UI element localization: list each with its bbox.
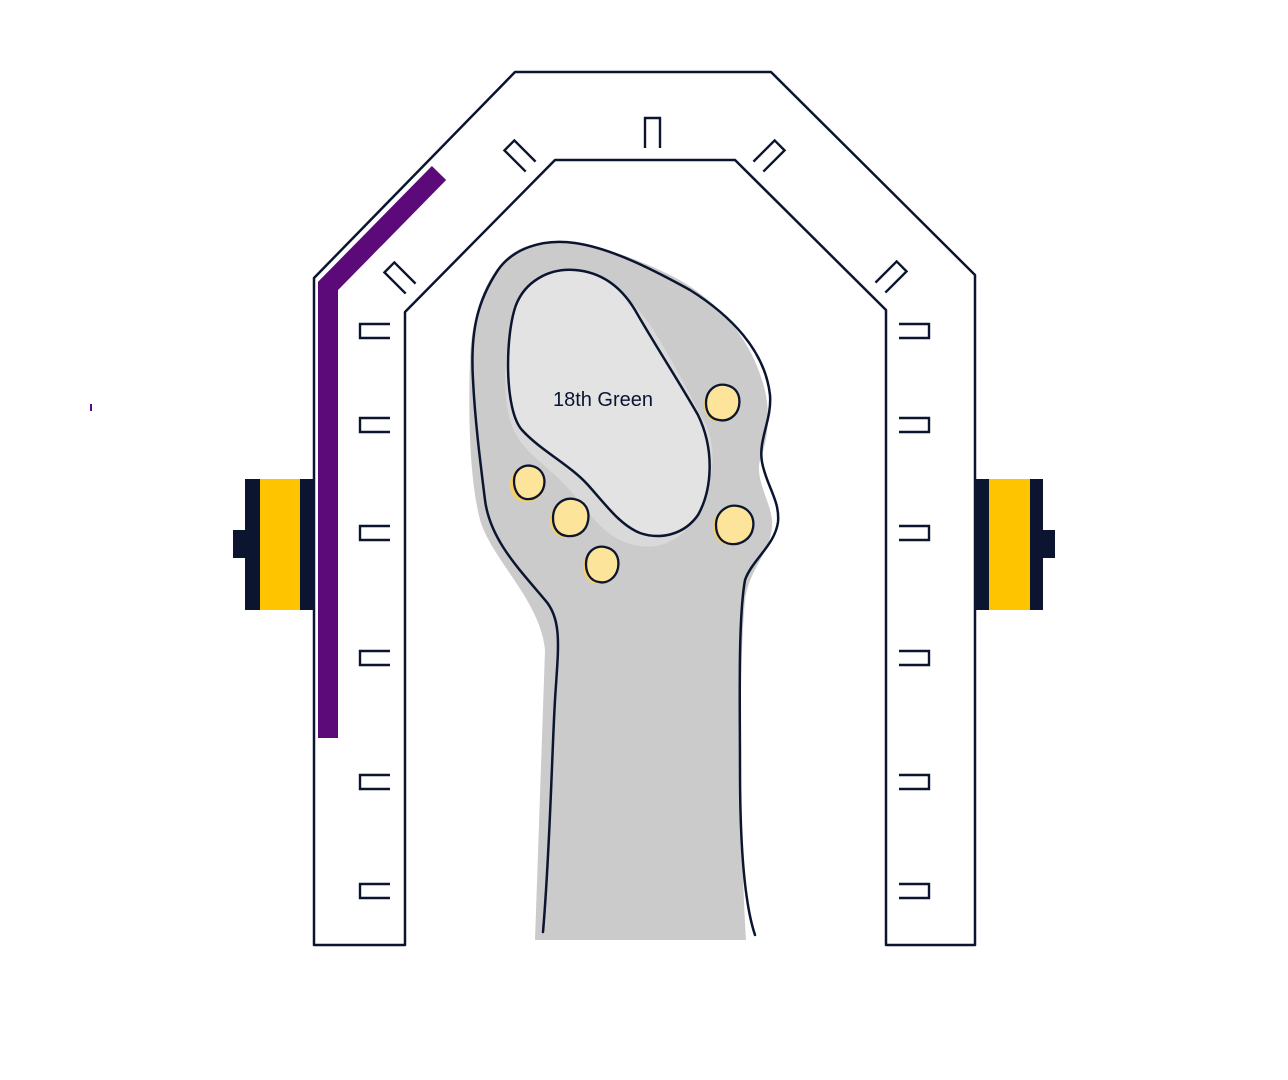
seat-bay-icon[interactable]: [899, 882, 931, 900]
screen-panel: [989, 479, 1030, 610]
highlighted-section[interactable]: [318, 165, 447, 738]
seat-bay-icon[interactable]: [358, 416, 390, 434]
seat-bay-icon[interactable]: [899, 773, 931, 791]
seat-bay-icon[interactable]: [382, 260, 417, 295]
seat-bay-icon[interactable]: [502, 138, 537, 173]
screen-mount: [233, 530, 247, 558]
screen-frame: [1030, 479, 1043, 610]
seat-bay-icon[interactable]: [358, 882, 390, 900]
seat-bay-icon[interactable]: [899, 649, 931, 667]
sand-bunker-icon[interactable]: [582, 545, 620, 585]
purple-marker: [90, 404, 92, 411]
seat-bays: [358, 116, 931, 900]
seat-bay-icon[interactable]: [899, 524, 931, 542]
green-surface: [506, 268, 711, 538]
seat-bay-icon[interactable]: [899, 416, 931, 434]
seat-bay-icon[interactable]: [752, 138, 787, 173]
seat-bay-icon[interactable]: [874, 259, 909, 294]
seat-bay-icon[interactable]: [899, 322, 931, 340]
screen-panel: [260, 479, 300, 610]
bunkers: [509, 383, 755, 585]
seat-bay-icon[interactable]: [643, 116, 662, 148]
big-screen-left[interactable]: [233, 479, 314, 610]
fairway-outline: [471, 240, 780, 937]
seat-bay-icon[interactable]: [358, 773, 390, 791]
screen-mount: [1041, 530, 1055, 558]
grandstand[interactable]: [312, 70, 977, 947]
seat-bay-icon[interactable]: [358, 649, 390, 667]
screen-frame: [975, 479, 989, 610]
sand-bunker-icon[interactable]: [703, 383, 741, 423]
big-screen-right[interactable]: [975, 479, 1055, 610]
screen-frame: [300, 479, 314, 610]
seat-bay-icon[interactable]: [358, 322, 390, 340]
screen-frame: [245, 479, 260, 610]
seat-bay-icon[interactable]: [358, 524, 390, 542]
grandstand-outline: [312, 70, 977, 947]
sand-bunker-icon[interactable]: [712, 504, 755, 546]
sand-bunker-icon[interactable]: [549, 497, 590, 539]
green-label: 18th Green: [553, 389, 653, 411]
sand-bunker-icon[interactable]: [509, 464, 546, 503]
putting-green[interactable]: 18th Green: [505, 268, 713, 547]
